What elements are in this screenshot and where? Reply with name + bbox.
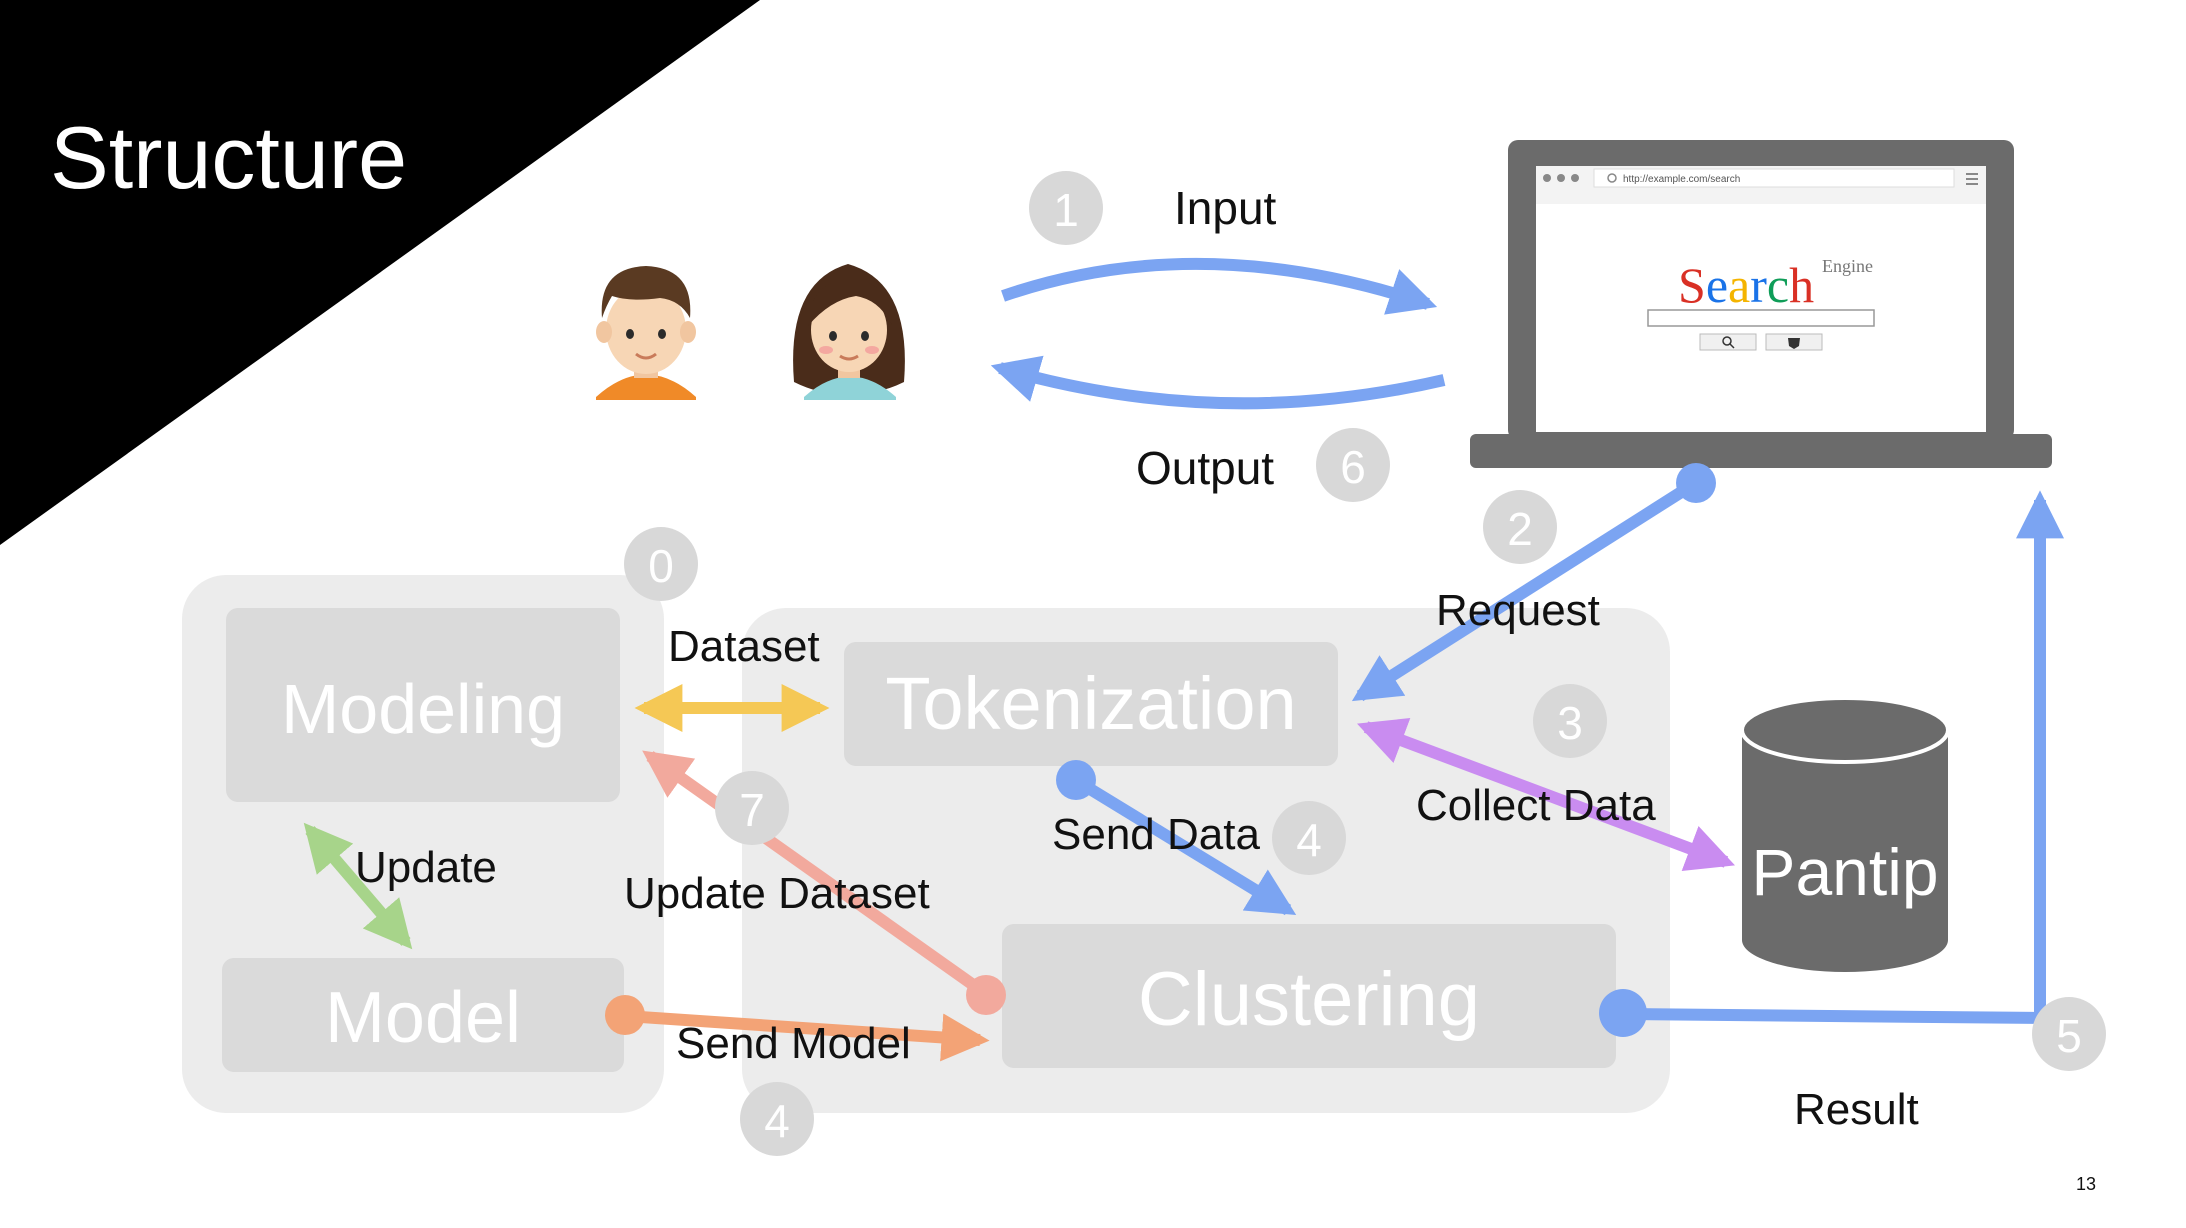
input-arrow (1001, 257, 1438, 315)
step-badge-4-send-model (740, 1082, 814, 1156)
step-badge-4b-text: 4 (764, 1095, 790, 1147)
request-connector-dot (1676, 463, 1716, 503)
step-badge-5-text: 5 (2056, 1010, 2082, 1062)
send-data-connector-dot (1056, 760, 1096, 800)
dataset-label: Dataset (668, 622, 820, 671)
send-data-arrow (1073, 775, 1297, 916)
collect-data-label: Collect Data (1416, 781, 1656, 830)
send-data-label: Send Data (1052, 810, 1260, 859)
output-label: Output (1136, 442, 1274, 494)
update-dataset-label: Update Dataset (624, 869, 930, 918)
search-logo-sup: Engine (1822, 256, 1873, 276)
step-badge-6-text: 6 (1340, 441, 1366, 493)
step-badge-1 (1029, 171, 1103, 245)
pantip-database-icon (1740, 696, 1950, 972)
tokenization-label: Tokenization (885, 662, 1296, 745)
woman-avatar-icon (793, 264, 905, 400)
collect-data-arrow (1357, 718, 1735, 871)
step-badge-5 (2032, 997, 2106, 1071)
result-connector-dot (1599, 989, 1647, 1037)
send-model-arrow (625, 1010, 990, 1062)
search-logo: Search (1678, 257, 1814, 313)
request-label: Request (1436, 586, 1600, 635)
clustering-label: Clustering (1138, 957, 1480, 1042)
step-badge-2-text: 2 (1507, 503, 1533, 555)
step-badge-1-text: 1 (1053, 184, 1079, 236)
pantip-label: Pantip (1751, 835, 1938, 909)
step-badge-7-text: 7 (739, 784, 765, 836)
clustering-box (1002, 924, 1616, 1068)
step-badge-3 (1533, 684, 1607, 758)
modeling-box (226, 608, 620, 802)
step-badge-0-text: 0 (648, 540, 674, 592)
model-box (222, 958, 624, 1072)
browser-url: http://example.com/search (1623, 174, 1740, 185)
update-dataset-connector-dot (966, 975, 1006, 1015)
step-badge-3-text: 3 (1557, 697, 1583, 749)
output-arrow (990, 355, 1446, 410)
step-badge-0 (624, 527, 698, 601)
step-badge-6 (1316, 428, 1390, 502)
result-label: Result (1794, 1085, 1919, 1134)
title-corner (0, 0, 760, 545)
step-badge-4-send-data (1272, 801, 1346, 875)
tokenization-box (844, 642, 1338, 766)
model-label: Model (325, 978, 521, 1058)
step-badge-2 (1483, 490, 1557, 564)
modeling-label: Modeling (281, 670, 565, 748)
laptop-icon (1470, 140, 2052, 468)
slide-title: Structure (50, 108, 407, 207)
update-label: Update (355, 843, 497, 892)
step-badge-4a-text: 4 (1296, 814, 1322, 866)
man-avatar-icon (596, 266, 696, 400)
step-badge-7 (715, 771, 789, 845)
send-model-label: Send Model (676, 1019, 911, 1068)
request-arrow (1351, 478, 1698, 702)
update-dataset-arrow (642, 750, 990, 999)
page-number: 13 (2076, 1174, 2096, 1194)
update-arrow (303, 822, 413, 950)
send-model-connector-dot (605, 995, 645, 1035)
input-label: Input (1174, 182, 1277, 234)
